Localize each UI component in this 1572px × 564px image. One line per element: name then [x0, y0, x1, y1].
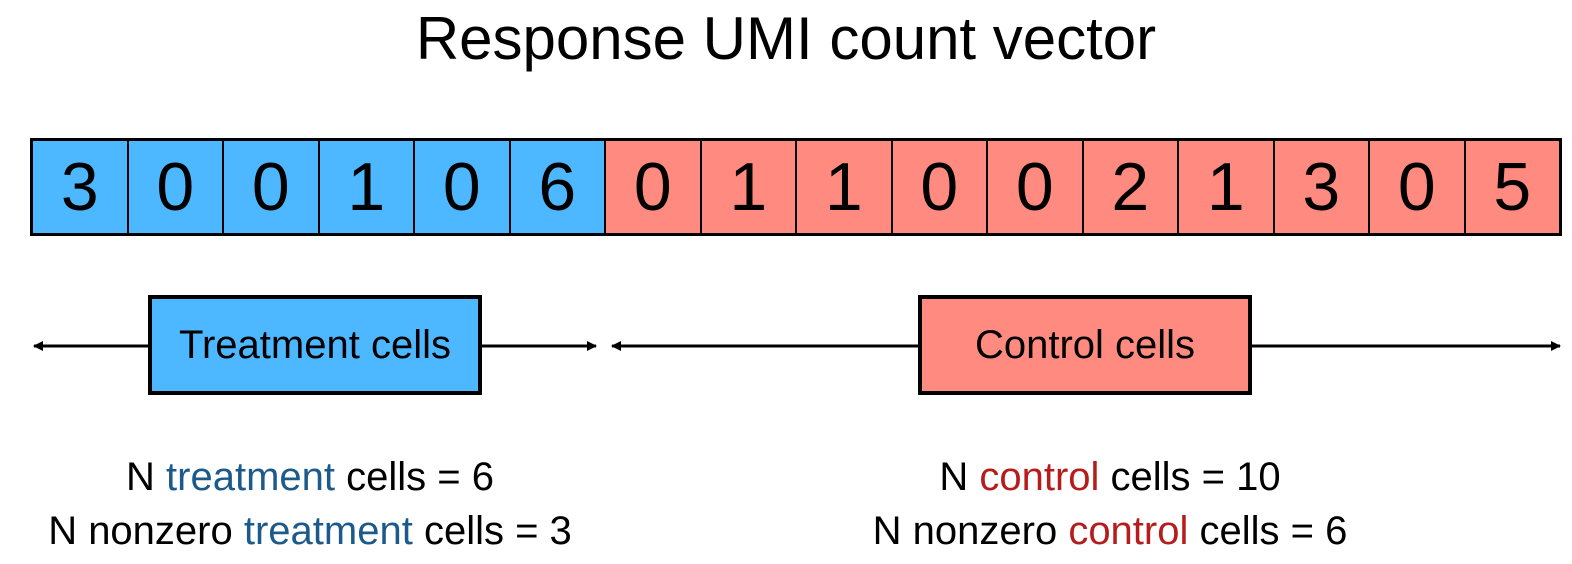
control-nonzero-line: N nonzero control cells = 6 [780, 504, 1440, 558]
treatment-cell: 0 [126, 141, 222, 233]
control-cell: 1 [699, 141, 795, 233]
control-highlight: control [979, 455, 1100, 499]
text: cells = 6 [335, 455, 494, 499]
treatment-nonzero-line: N nonzero treatment cells = 3 [0, 504, 620, 558]
control-highlight: control [1068, 509, 1189, 553]
control-stats: N control cells = 10 N nonzero control c… [780, 450, 1440, 558]
control-cell: 0 [1368, 141, 1464, 233]
text: N nonzero [48, 509, 244, 553]
treatment-cell: 6 [508, 141, 604, 233]
text: cells = 6 [1188, 509, 1348, 553]
text: N nonzero [872, 509, 1069, 553]
treatment-cell: 0 [222, 141, 318, 233]
control-cell: 0 [604, 141, 700, 233]
treatment-count-line: N treatment cells = 6 [0, 450, 620, 504]
control-cell: 1 [795, 141, 891, 233]
control-count-line: N control cells = 10 [780, 450, 1440, 504]
treatment-cells-box: Treatment cells [148, 295, 482, 395]
treatment-cell: 0 [413, 141, 509, 233]
control-cell: 2 [1081, 141, 1177, 233]
treatment-cell: 1 [317, 141, 413, 233]
treatment-stats: N treatment cells = 6 N nonzero treatmen… [0, 450, 620, 558]
treatment-highlight: treatment [243, 509, 413, 553]
text: cells = 10 [1099, 455, 1281, 499]
treatment-highlight: treatment [166, 455, 335, 499]
control-cell: 0 [890, 141, 986, 233]
control-cell: 0 [986, 141, 1082, 233]
text: N [126, 455, 167, 499]
treatment-cell: 3 [33, 141, 127, 233]
text: N [939, 455, 980, 499]
diagram-title: Response UMI count vector [415, 5, 1157, 72]
text: cells = 3 [412, 509, 572, 553]
control-cell: 1 [1177, 141, 1273, 233]
control-cells-box: Control cells [918, 295, 1252, 395]
control-cell: 5 [1463, 141, 1559, 233]
control-cell: 3 [1272, 141, 1368, 233]
